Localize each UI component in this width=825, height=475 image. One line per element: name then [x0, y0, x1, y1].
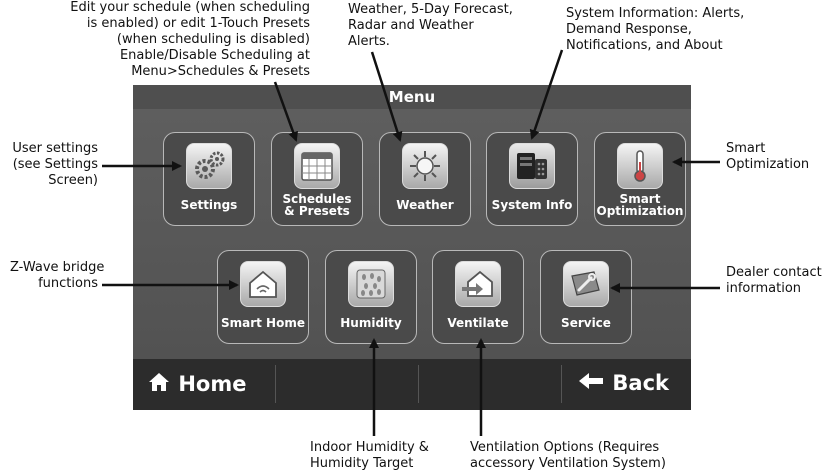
callout-schedules: Edit your schedule (when scheduling is e… — [70, 0, 310, 79]
callout-system-info: System Information: Alerts, Demand Respo… — [566, 6, 745, 53]
ventilate-label: Ventilate — [447, 316, 509, 330]
arrow-left-icon — [577, 371, 612, 395]
callout-dealer-contact: Dealer contact information — [726, 265, 822, 296]
back-button[interactable]: Back — [577, 371, 669, 395]
menu-title-bar: Menu — [133, 85, 691, 109]
home-icon — [147, 372, 178, 396]
humidity-tile[interactable]: Humidity — [325, 250, 417, 344]
system-info-label: System Info — [491, 198, 573, 212]
weather-label: Weather — [396, 198, 454, 212]
schedules-presets-tile[interactable]: Schedules & Presets — [271, 132, 363, 226]
droplets-icon — [348, 261, 394, 307]
callout-weather: Weather, 5-Day Forecast, Radar and Weath… — [348, 2, 513, 49]
smart-home-label: Smart Home — [220, 316, 305, 330]
weather-tile[interactable]: Weather — [379, 132, 471, 226]
service-wrench-icon — [563, 261, 609, 307]
settings-label: Settings — [180, 198, 238, 212]
thermostat-screen: Menu Settings — [133, 85, 691, 410]
service-tile[interactable]: Service — [540, 250, 632, 344]
smart-optimization-tile[interactable]: Smart Optimization — [594, 132, 686, 226]
ventilate-tile[interactable]: Ventilate — [432, 250, 524, 344]
menu-grid: Settings Schedules & Presets — [133, 109, 691, 359]
settings-tile[interactable]: Settings — [163, 132, 255, 226]
menu-title: Menu — [388, 88, 436, 106]
smart-home-icon — [240, 261, 286, 307]
callout-humidity: Indoor Humidity & Humidity Target — [310, 440, 429, 471]
home-button[interactable]: Home — [147, 371, 246, 396]
system-info-tile[interactable]: System Info — [486, 132, 578, 226]
callout-user-settings: User settings (see Settings Screen) — [12, 141, 98, 188]
callout-zwave: Z-Wave bridge functions — [10, 260, 105, 291]
callout-ventilation: Ventilation Options (Requires accessory … — [470, 440, 666, 471]
callout-smart-optimization: Smart Optimization — [726, 141, 810, 172]
smart-home-tile[interactable]: Smart Home — [217, 250, 309, 344]
smart-optimization-label: Smart Optimization — [596, 192, 684, 218]
nav-divider — [275, 365, 276, 403]
gears-icon — [186, 143, 232, 189]
humidity-label: Humidity — [340, 316, 402, 330]
service-label: Service — [561, 316, 611, 330]
system-info-icon — [509, 143, 555, 189]
nav-divider — [561, 365, 562, 403]
bottom-nav: Home Back — [133, 359, 691, 410]
sun-icon — [402, 143, 448, 189]
calendar-icon — [294, 143, 340, 189]
back-label: Back — [612, 371, 669, 395]
schedules-label: Schedules & Presets — [282, 192, 352, 218]
ventilate-icon — [455, 261, 501, 307]
nav-divider — [418, 365, 419, 403]
home-label: Home — [178, 372, 247, 396]
thermometer-icon — [617, 143, 663, 189]
